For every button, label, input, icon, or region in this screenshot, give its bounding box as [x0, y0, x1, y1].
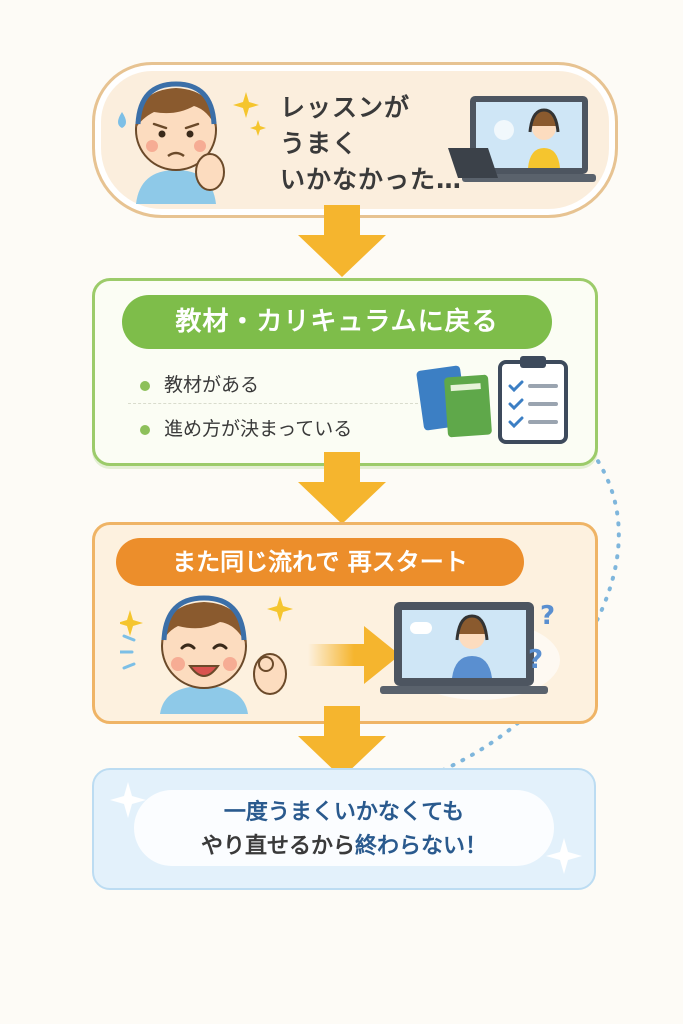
step1-line: うまく [280, 129, 359, 158]
laptop-video-call-illustration: ? ? [380, 601, 560, 700]
step1-line: いかなかった… [280, 165, 463, 194]
step4-message: 一度うまくいかなくても やり直せるから終わらない！ [134, 796, 554, 864]
divider [128, 403, 418, 404]
happy-boy-illustration [120, 595, 293, 714]
sparkle-icon [110, 782, 146, 818]
bullet-dot-icon [140, 424, 150, 435]
books-and-checklist-icon [416, 356, 568, 444]
worried-boy-illustration [118, 81, 225, 204]
bullet-item: 教材がある [140, 370, 259, 397]
step4-line2: やり直せるから終わらない！ [134, 830, 554, 864]
arrow-down-icon [298, 706, 386, 778]
arrow-down-icon [298, 452, 386, 524]
svg-text:?: ? [528, 645, 543, 675]
svg-text:?: ? [540, 601, 555, 631]
laptop-video-call-illustration [448, 96, 596, 182]
sparkle-icon [233, 92, 266, 136]
bullet-text: 教材がある [164, 374, 260, 396]
arrow-down-icon [298, 205, 386, 277]
sparkle-icon [546, 838, 582, 874]
arrow-right-icon [308, 626, 400, 684]
step4-line2-accent: 終わらない！ [355, 834, 488, 859]
bullet-dot-icon [140, 380, 150, 391]
step4-line1: 一度うまくいかなくても [223, 800, 465, 825]
step4-line2-start: やり直せるから [200, 834, 355, 859]
step1-line: レッスンが [280, 93, 411, 122]
step3-banner: また同じ流れで 再スタート [116, 538, 524, 586]
step2-banner: 教材・カリキュラムに戻る [122, 295, 552, 349]
step1-message: レッスンが うまく いかなかった… [280, 90, 462, 198]
bullet-text: 進め方が決まっている [164, 418, 353, 440]
step4-inner-panel [134, 790, 554, 866]
bullet-item: 進め方が決まっている [140, 414, 352, 441]
